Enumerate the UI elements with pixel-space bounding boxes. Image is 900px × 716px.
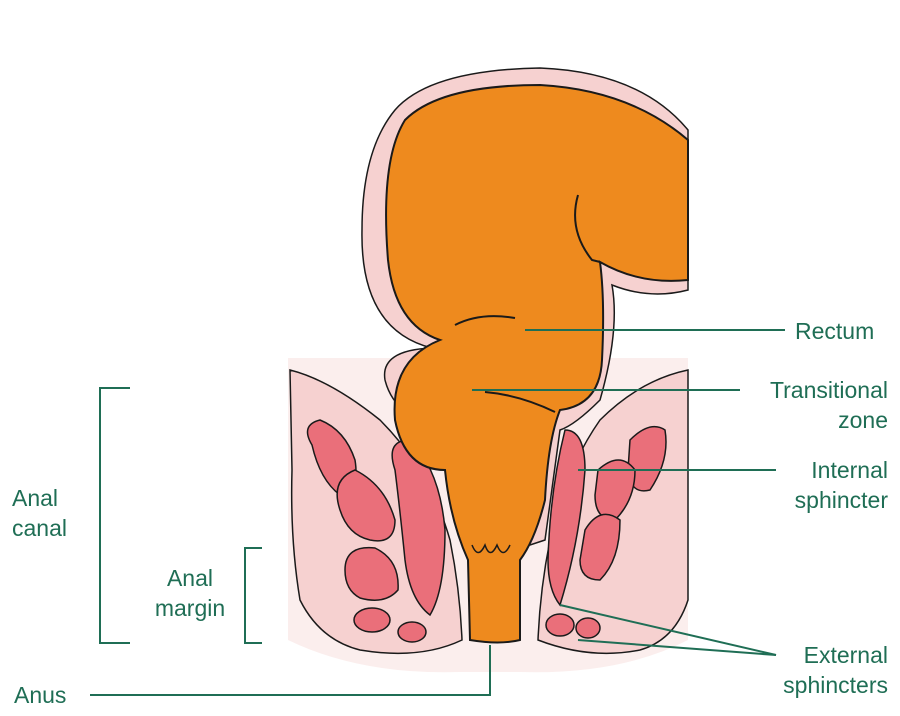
label-anal-margin: Anal margin <box>140 563 240 623</box>
left-muscle-bundle-3 <box>344 546 399 601</box>
left-muscle-bundle-5 <box>353 607 391 633</box>
leader-lines <box>90 329 785 696</box>
anal-columns <box>471 542 511 554</box>
rectal-fold <box>574 194 601 263</box>
right-muscle-bundle-4 <box>545 613 575 637</box>
label-internal-sphincter-line1: Internal <box>811 457 888 483</box>
right-muscle-bundle-2 <box>594 459 636 521</box>
label-internal-sphincter: Internal sphincter <box>720 455 888 515</box>
label-internal-sphincter-line2: sphincter <box>794 487 888 513</box>
label-external-sphincters: External sphincters <box>720 640 888 700</box>
label-anal-margin-line1: Anal <box>166 565 214 591</box>
bracket-anal-margin <box>244 547 262 644</box>
label-anal-canal-line1: Anal <box>12 485 59 511</box>
right-muscle-bundle-5 <box>575 617 601 639</box>
leader-external-1 <box>559 604 777 656</box>
rectum-lumen <box>385 83 689 644</box>
label-transitional-zone-line1: Transitional <box>769 377 888 403</box>
rectal-valve <box>454 315 516 326</box>
left-muscle-bundle-6 <box>397 621 427 643</box>
leader-external-2 <box>577 639 777 656</box>
label-rectum: Rectum <box>795 318 875 344</box>
label-external-sphincters-line1: External <box>803 642 888 668</box>
left-muscle-bundle-2 <box>336 469 396 542</box>
label-external-sphincters-line2: sphincters <box>783 672 888 698</box>
label-anal-canal: Anal canal <box>12 483 67 543</box>
leader-anus <box>90 645 491 696</box>
label-anal-margin-line2: margin <box>154 595 226 621</box>
right-muscle-bundle-3 <box>579 513 621 581</box>
label-transitional-zone: Transitional zone <box>720 375 888 435</box>
label-anus: Anus <box>14 682 67 708</box>
label-anal-canal-line2: canal <box>12 515 67 541</box>
label-transitional-zone-line2: zone <box>838 407 888 433</box>
bracket-anal-canal <box>99 387 130 644</box>
transitional-fold <box>484 391 556 413</box>
